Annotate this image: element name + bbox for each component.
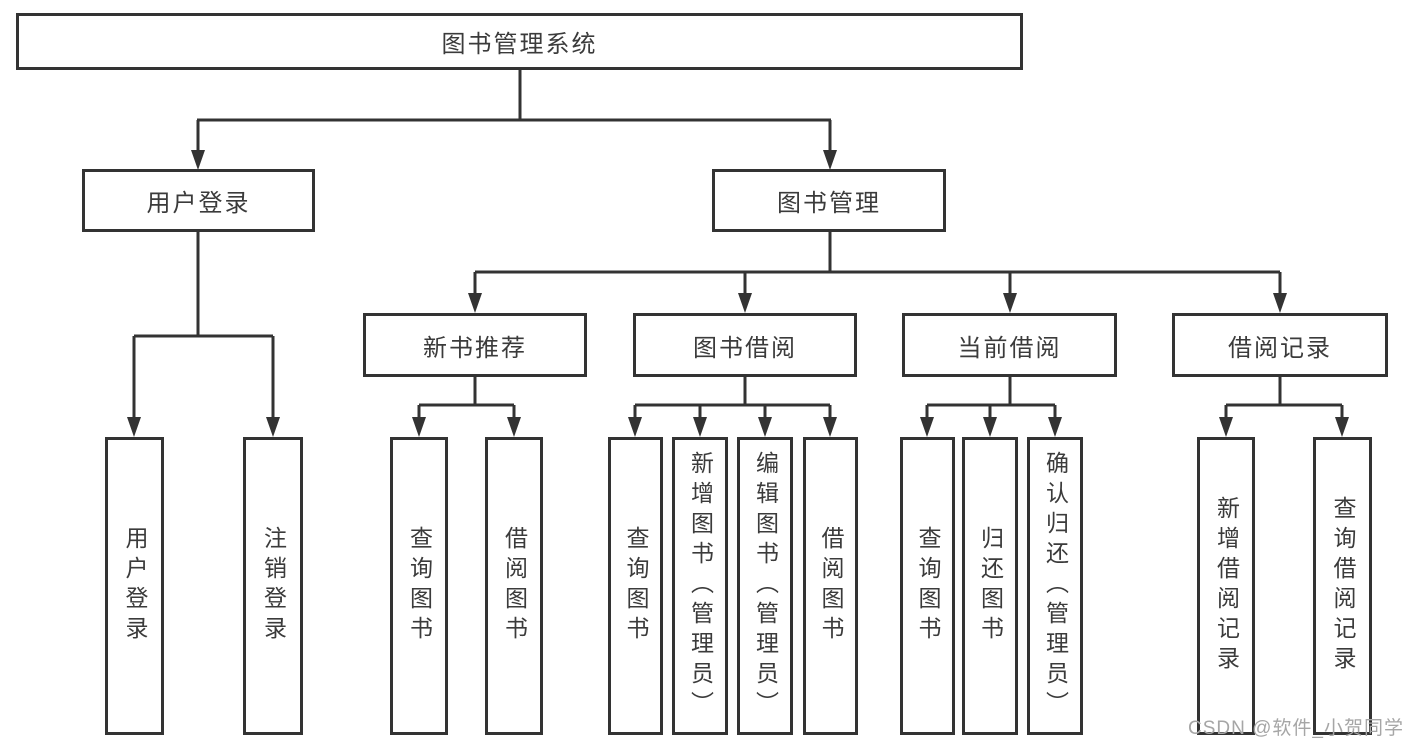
leaf-user-login-label: 用户登录 [122, 526, 148, 646]
leaf-edit-books-admin: 编辑图书（管理员） [737, 437, 793, 735]
node-book-management-label: 图书管理 [777, 190, 881, 217]
node-user-login: 用户登录 [82, 169, 315, 232]
leaf-edit-books-admin-label: 编辑图书（管理员） [752, 451, 779, 721]
node-new-book-recommend: 新书推荐 [363, 313, 587, 377]
leaf-user-login: 用户登录 [105, 437, 164, 735]
leaf-query-books-3: 查询图书 [900, 437, 955, 735]
leaf-confirm-return-admin-label: 确认归还（管理员） [1042, 451, 1069, 721]
leaf-logout: 注销登录 [243, 437, 303, 735]
leaf-confirm-return-admin: 确认归还（管理员） [1027, 437, 1083, 735]
node-current-borrow: 当前借阅 [902, 313, 1117, 377]
leaf-query-borrow-record: 查询借阅记录 [1313, 437, 1372, 735]
leaf-return-books-label: 归还图书 [977, 526, 1004, 646]
node-root: 图书管理系统 [16, 13, 1023, 70]
node-book-borrow-label: 图书借阅 [693, 334, 797, 362]
leaf-borrow-books-1-label: 借阅图书 [501, 526, 528, 646]
leaf-borrow-books-2: 借阅图书 [803, 437, 858, 735]
leaf-borrow-books-2-label: 借阅图书 [818, 526, 844, 646]
leaf-query-books-3-label: 查询图书 [915, 526, 941, 646]
node-book-borrow: 图书借阅 [633, 313, 857, 377]
leaf-add-books-admin-label: 新增图书（管理员） [687, 451, 714, 721]
leaf-add-borrow-record-label: 新增借阅记录 [1213, 496, 1240, 676]
node-root-label: 图书管理系统 [441, 31, 598, 58]
leaf-logout-label: 注销登录 [260, 526, 287, 646]
leaf-return-books: 归还图书 [962, 437, 1018, 735]
node-borrow-records-label: 借阅记录 [1228, 334, 1332, 362]
node-new-book-recommend-label: 新书推荐 [423, 334, 527, 362]
leaf-query-books-1-label: 查询图书 [406, 526, 433, 646]
leaf-add-books-admin: 新增图书（管理员） [672, 437, 728, 735]
csdn-watermark: CSDN @软件_小贺同学 [1188, 718, 1404, 739]
leaf-borrow-books-1: 借阅图书 [485, 437, 543, 735]
node-borrow-records: 借阅记录 [1172, 313, 1388, 377]
leaf-query-borrow-record-label: 查询借阅记录 [1330, 496, 1356, 676]
leaf-query-books-2-label: 查询图书 [623, 526, 649, 646]
leaf-query-books-1: 查询图书 [390, 437, 448, 735]
node-book-management: 图书管理 [712, 169, 946, 232]
leaf-add-borrow-record: 新增借阅记录 [1197, 437, 1255, 735]
node-user-login-label: 用户登录 [146, 190, 251, 217]
leaf-query-books-2: 查询图书 [608, 437, 663, 735]
node-current-borrow-label: 当前借阅 [957, 334, 1062, 362]
